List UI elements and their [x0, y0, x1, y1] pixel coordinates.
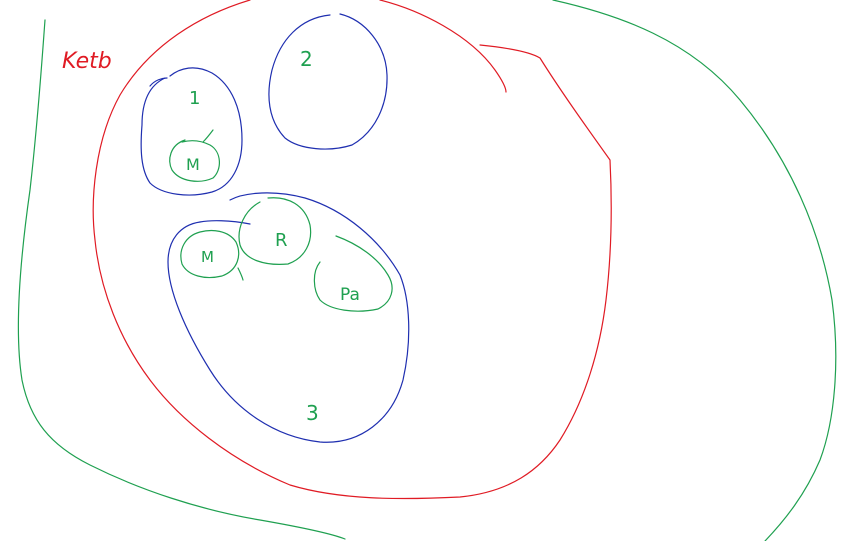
group-2-label: 2 — [300, 47, 313, 71]
group-3-member-m-label: M — [201, 248, 214, 266]
outer-region-label: Ketb — [62, 49, 112, 74]
red-top-hook — [379, 0, 507, 93]
group-3-member-m-circle — [180, 230, 240, 279]
outer-green-boundary-right — [552, 0, 837, 541]
group-3-label: 3 — [306, 401, 319, 425]
outer-green-boundary-left — [17, 19, 346, 540]
group-1-label: 1 — [189, 88, 200, 109]
group-1-member-label: M — [186, 155, 200, 174]
group-2-outline — [268, 13, 388, 150]
group-3-member-pa-circle — [313, 235, 393, 312]
group-1-member-tick — [202, 129, 214, 143]
group-1-outline — [140, 67, 243, 196]
group-3-inner-stroke — [199, 220, 251, 225]
group-1-outline-tail — [149, 77, 168, 87]
group-3-member-r-label: R — [275, 230, 288, 251]
group-3-member-r-circle — [238, 197, 312, 265]
group-3-outline — [167, 192, 410, 443]
group-1-member-circle — [169, 139, 220, 182]
red-main-circle — [92, 0, 612, 500]
group-3-member-pa-label: Pa — [340, 285, 360, 305]
group-3-member-m-tick — [237, 267, 244, 281]
